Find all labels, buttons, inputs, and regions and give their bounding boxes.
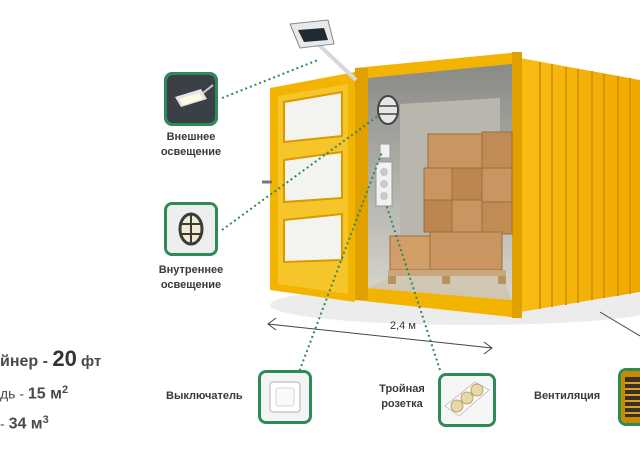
- area-value: 15 м: [27, 385, 62, 403]
- indoor-light-tile: [164, 202, 218, 256]
- container-size-spec: йнер - 20 фт: [0, 346, 101, 372]
- area-prefix: дь -: [0, 385, 28, 402]
- area-spec: дь - 15 м2: [0, 384, 68, 404]
- container-size-value: 20: [52, 346, 77, 371]
- indoor-light-label: Внутреннее освещение: [140, 263, 242, 293]
- indoor-light-label-line2: освещение: [160, 279, 222, 291]
- volume-value: 34 м: [8, 415, 43, 433]
- outdoor-light-tile: [164, 72, 218, 126]
- volume-exponent: 3: [42, 414, 49, 426]
- street-lamp-icon: [167, 75, 215, 123]
- ventilation-label: Вентиляция: [534, 390, 601, 402]
- switch-label: Выключатель: [166, 390, 243, 402]
- switch-tile: [258, 370, 312, 424]
- ventilation-tile: [618, 368, 640, 426]
- outdoor-light-label: Внешнее освещение: [150, 130, 232, 160]
- container-size-unit: фт: [76, 353, 102, 370]
- socket-label-line1: Тройная: [379, 383, 425, 395]
- volume-spec: - 34 м3: [0, 414, 49, 434]
- container-size-prefix: йнер -: [0, 353, 53, 370]
- socket-tile: [438, 373, 496, 427]
- bulkhead-lamp-icon: [167, 205, 215, 253]
- indoor-light-label-line1: Внутреннее: [158, 264, 224, 276]
- light-switch-icon: [261, 373, 309, 421]
- triple-socket-icon: [441, 376, 493, 424]
- vent-grille-icon: [621, 371, 640, 423]
- area-exponent: 2: [61, 384, 69, 396]
- socket-label: Тройная розетка: [370, 382, 434, 412]
- outdoor-light-label-line1: Внешнее: [166, 131, 216, 143]
- outdoor-light-label-line2: освещение: [160, 146, 222, 158]
- socket-label-line2: розетка: [381, 398, 423, 410]
- volume-prefix: -: [0, 415, 9, 432]
- width-dimension-label: 2,4 м: [390, 320, 416, 332]
